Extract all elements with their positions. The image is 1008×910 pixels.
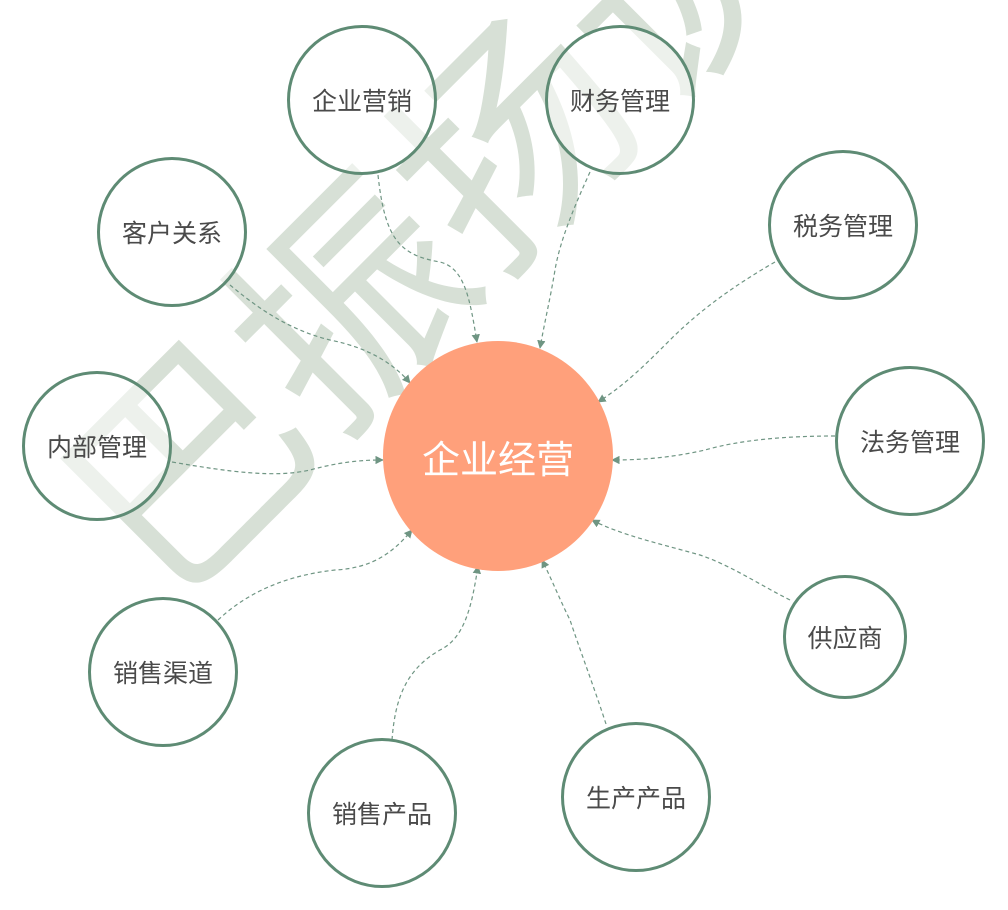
node-label: 供应商 — [807, 624, 883, 653]
node-marketing: 企业营销 — [287, 25, 437, 175]
node-label: 客户关系 — [121, 219, 222, 248]
node-supplier: 供应商 — [783, 575, 907, 699]
node-label: 内部管理 — [46, 433, 147, 462]
connector-channel — [217, 529, 413, 621]
node-label: 销售渠道 — [112, 659, 213, 688]
connector-supplier — [591, 519, 791, 601]
node-label: 企业营销 — [311, 87, 412, 116]
node-production: 生产产品 — [561, 722, 711, 872]
node-finance: 财务管理 — [545, 25, 695, 175]
node-sales-product: 销售产品 — [307, 738, 457, 888]
node-label: 税务管理 — [792, 212, 893, 241]
node-label: 销售产品 — [331, 800, 432, 829]
center-node-label: 企业经营 — [421, 437, 574, 482]
node-label: 生产产品 — [585, 784, 686, 813]
connector-tax — [597, 261, 776, 403]
center-node-enterprise-operation: 企业经营 — [383, 341, 613, 571]
connector-legal — [611, 435, 836, 465]
node-tax: 税务管理 — [768, 150, 918, 300]
node-label: 财务管理 — [569, 87, 670, 116]
connector-production — [541, 559, 607, 725]
connector-customer — [229, 284, 411, 384]
node-customer: 客户关系 — [97, 157, 247, 307]
connector-internal — [171, 455, 384, 475]
node-legal: 法务管理 — [835, 366, 985, 516]
node-internal: 内部管理 — [22, 371, 172, 521]
connector-sales-product — [391, 565, 482, 741]
node-label: 法务管理 — [859, 428, 960, 457]
connector-marketing — [377, 174, 480, 343]
node-sales-channel: 销售渠道 — [88, 597, 238, 747]
connector-finance — [537, 171, 591, 349]
